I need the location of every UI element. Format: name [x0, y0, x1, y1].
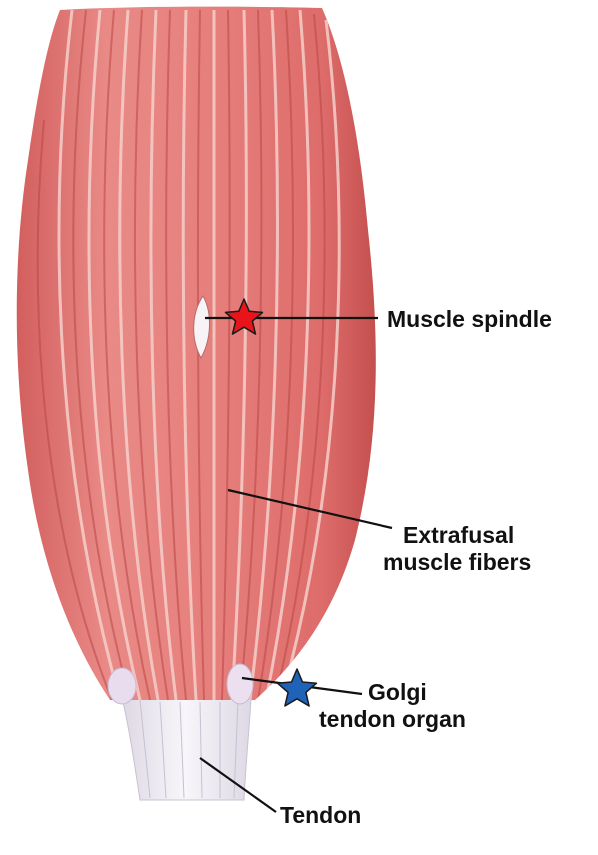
label-extrafusal-muscle-fibers: Extrafusal muscle fibers — [383, 522, 531, 576]
extrafusal-leader-line — [227, 488, 393, 530]
muscle-spindle — [193, 295, 210, 360]
label-golgi-line2: tendon organ — [319, 706, 466, 732]
blue-star-icon — [276, 668, 318, 707]
label-extrafusal-line2: muscle fibers — [383, 549, 532, 575]
extrafusal-fibers — [36, 9, 341, 701]
label-extrafusal-line1: Extrafusal — [403, 522, 515, 548]
tendon-leader-line — [199, 757, 277, 813]
label-tendon-text: Tendon — [280, 802, 362, 828]
label-muscle-spindle-text: Muscle spindle — [387, 306, 552, 332]
label-golgi-tendon-organ: Golgi tendon organ — [319, 679, 466, 733]
red-star-icon — [224, 298, 264, 335]
label-golgi-line1: Golgi — [368, 679, 427, 705]
label-muscle-spindle: Muscle spindle — [387, 306, 552, 333]
label-tendon: Tendon — [280, 802, 361, 829]
golgi-tendon-organ — [226, 663, 254, 705]
muscle-tendon-junction-left — [107, 667, 137, 705]
